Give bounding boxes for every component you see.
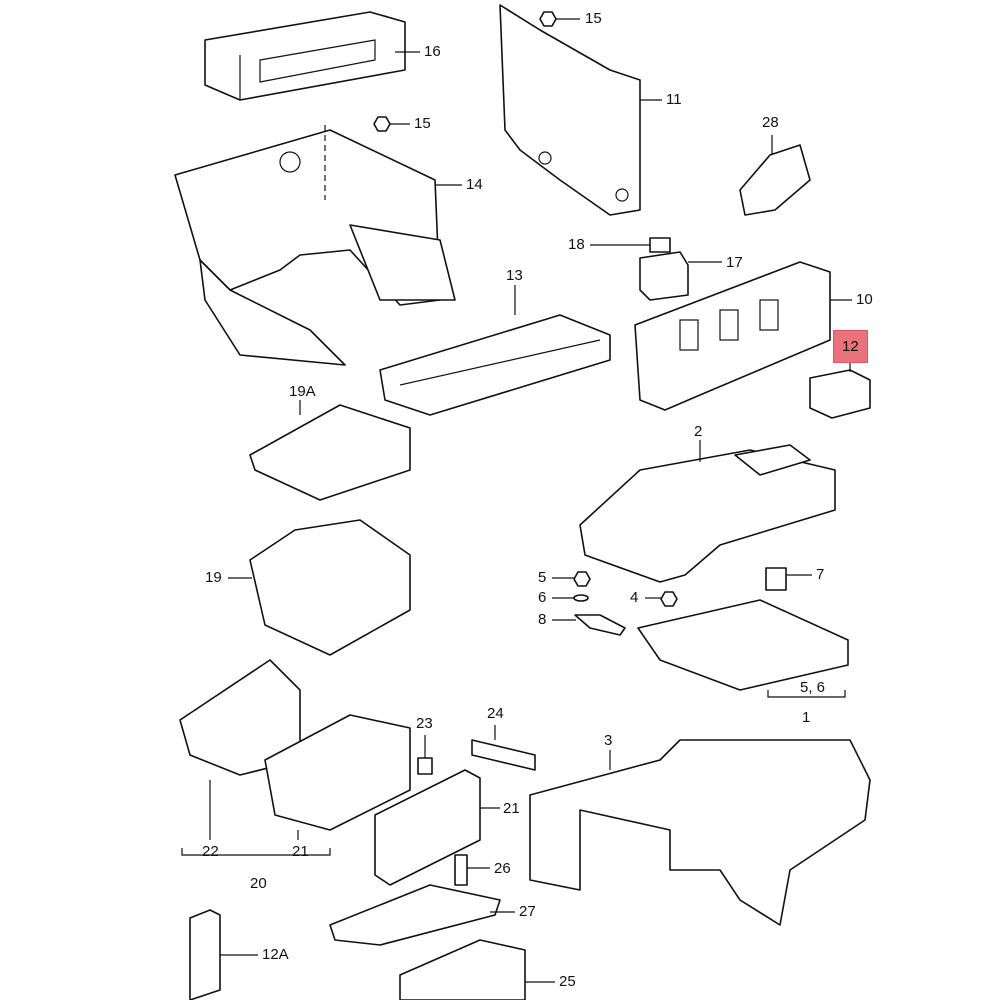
label-26: 26 — [494, 860, 511, 877]
part-14-drawing — [174, 125, 456, 366]
part-21-plate-drawing — [374, 769, 481, 886]
washer-6 — [573, 594, 589, 602]
label-13: 13 — [506, 267, 523, 284]
label-12A: 12A — [262, 946, 289, 963]
part-17-drawing — [639, 251, 689, 301]
label-25: 25 — [559, 973, 576, 990]
leader-lines — [220, 18, 852, 983]
label-5: 5 — [538, 569, 547, 586]
part-24-drawing — [471, 739, 536, 771]
label-22: 22 — [202, 843, 219, 860]
label-19: 19 — [205, 569, 222, 586]
part-25-drawing — [399, 939, 526, 1000]
part-16-drawing — [204, 11, 406, 101]
part-27-drawing — [329, 884, 501, 946]
label-15: 15 — [414, 115, 431, 132]
nut-15 — [373, 116, 391, 132]
nut-5 — [573, 571, 591, 587]
part-23-drawing — [417, 757, 433, 775]
label-27: 27 — [519, 903, 536, 920]
nut-4 — [660, 591, 678, 607]
label-14: 14 — [466, 176, 483, 193]
label-2: 2 — [694, 423, 703, 440]
label-6: 6 — [538, 589, 547, 606]
part-1-drawing — [637, 599, 849, 691]
label-1: 1 — [802, 709, 811, 726]
part-12-drawing — [809, 369, 871, 419]
label-7: 7 — [816, 566, 825, 583]
part-13-drawing — [379, 314, 611, 416]
label-18: 18 — [568, 236, 585, 253]
part-11-drawing — [499, 4, 641, 216]
part-18-drawing — [649, 237, 671, 253]
label-28: 28 — [762, 114, 779, 131]
label-20: 20 — [250, 875, 267, 892]
label-5-6: 5, 6 — [800, 679, 826, 696]
label-23: 23 — [416, 715, 433, 732]
part-19-drawing — [249, 519, 411, 656]
nut-15-top — [539, 11, 557, 27]
part-3-drawing — [529, 739, 871, 926]
part-10-drawing — [634, 261, 831, 411]
bolt-26 — [454, 854, 468, 886]
label-17: 17 — [726, 254, 743, 271]
label-15-top: 15 — [585, 10, 602, 27]
label-19A: 19A — [289, 383, 316, 400]
part-21-drawing — [264, 714, 411, 831]
label-24: 24 — [487, 705, 504, 722]
fuse-7 — [765, 567, 787, 591]
label-11: 11 — [666, 91, 682, 108]
label-21-plate: 21 — [503, 800, 520, 817]
part-12A-drawing — [189, 909, 221, 1000]
part-19A-drawing — [249, 404, 411, 501]
part-8-drawing — [574, 614, 626, 636]
label-12-highlighted: 12 — [833, 330, 868, 363]
part-2-drawing — [579, 444, 836, 583]
label-16: 16 — [424, 43, 441, 60]
label-3: 3 — [604, 732, 613, 749]
label-4: 4 — [630, 589, 639, 606]
label-10: 10 — [856, 291, 873, 308]
part-28-drawing — [739, 144, 811, 216]
label-21: 21 — [292, 843, 309, 860]
label-8: 8 — [538, 611, 547, 628]
